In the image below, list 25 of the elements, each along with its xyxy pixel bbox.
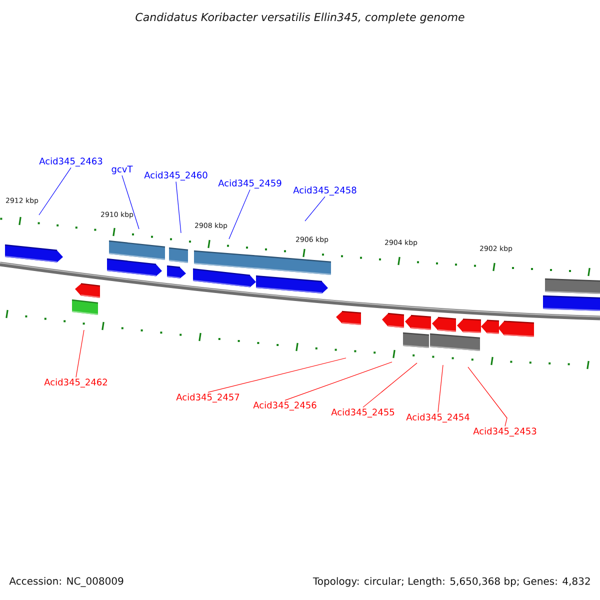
leader-line [208, 358, 346, 393]
gene-label: Acid345_2455 [331, 408, 394, 418]
title: Candidatus Koribacter versatilis Ellin345, complete genome [136, 12, 464, 24]
gene-label: Acid345_2458 [293, 186, 356, 196]
gene-label: Acid345_2459 [218, 180, 282, 188]
gene-label: Acid345_2462 [44, 378, 107, 388]
gene-label: Acid345_2454 [406, 414, 470, 422]
genome-stats-text: Topology: circular; Length: 5,650,368 bp; Genes: 4,832 [312, 577, 590, 587]
leader-line [38, 167, 72, 216]
leader-line [438, 364, 444, 413]
leader-line [362, 362, 418, 408]
leader-line [228, 189, 250, 240]
gene-label: Acid345_2456 [253, 402, 316, 410]
leader-line [122, 175, 140, 230]
gene-label: gcvT [112, 166, 133, 174]
gene-label: Acid345_2457 [176, 394, 240, 402]
gene-label: Acid345_2460 [144, 172, 208, 180]
leader-line [304, 196, 326, 222]
accession-text: Accession: NC_008009 [9, 577, 124, 587]
leader-line [176, 181, 182, 234]
leader-line [284, 362, 392, 401]
leader-line [76, 330, 84, 378]
leader-line [468, 366, 508, 427]
gene-label: Acid345_2463 [39, 158, 102, 166]
gene-label: Acid345_2453 [473, 428, 536, 436]
